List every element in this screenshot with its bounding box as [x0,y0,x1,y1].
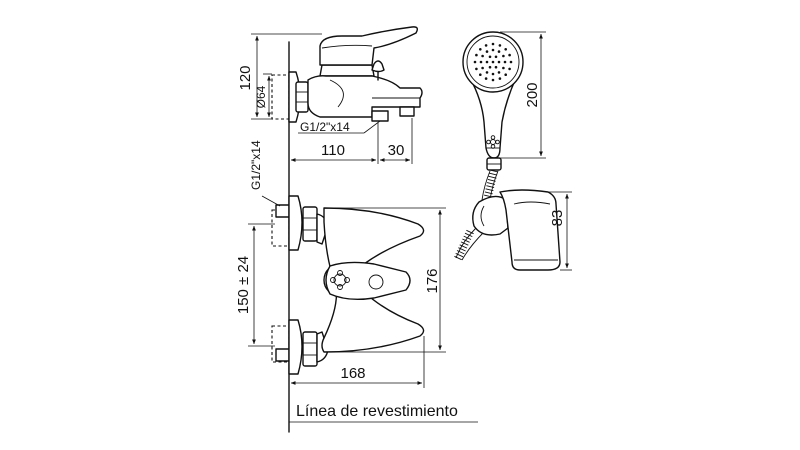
top-diverter-knob [371,60,385,73]
nozzle-dot [491,48,495,52]
shower-hose [454,169,499,261]
front-hex-nut-upper [302,206,318,242]
nozzle-dot [502,66,505,70]
nozzle-dot [475,53,478,57]
nozzle-dot [498,77,502,80]
nozzle-dot [504,48,508,51]
hose-coil [489,172,498,176]
thread-leader-side [261,195,281,207]
hose-coil [460,241,469,246]
nozzle-dot [479,73,482,76]
front-escutcheon-lower [288,319,303,375]
hose-coil [462,238,470,243]
hose-coil [464,232,473,238]
hose-coil [458,247,466,252]
dim-83-label: 83 [549,210,566,227]
nozzle-dot [479,60,483,64]
thread-leader-top [363,120,381,134]
wall-line-label: Línea de revestimiento [296,403,458,420]
nozzle-dot [498,44,502,47]
dim-150-label: 150 ± 24 [235,256,252,314]
top-side-view [271,26,423,123]
top-dimensions: 120 Ø64 G1/2"x14 110 30 [237,33,413,164]
hand-shower-logo-icon [486,135,500,149]
nozzle-dot [481,66,484,70]
nozzle-dot [473,60,477,64]
nozzle-dot [502,54,505,58]
front-body [321,207,425,353]
nozzle-dot [475,67,478,71]
brand-logo-icon [330,270,350,290]
top-spout-outlet [399,106,415,117]
top-neck [319,64,375,77]
shower-nozzles [473,42,513,82]
top-pipe-dashed [271,74,290,120]
nozzle-dot [491,42,495,46]
front-dimensions: G1/2"x14 150 ± 24 176 168 [235,140,446,388]
hand-shower [462,31,524,171]
nozzle-dot [509,60,513,64]
nozzle-dot [508,67,511,71]
shower-bracket [454,169,561,271]
top-hex-nut [295,81,309,113]
hose-outline [455,170,499,261]
front-view [271,195,425,375]
bracket-holder [499,189,561,271]
shower-dimensions: 200 83 [500,31,572,271]
front-hex-nut-lower [302,331,318,367]
nozzle-dot [485,60,489,64]
nozzle-dot [497,60,501,64]
nozzle-dot [485,71,489,74]
nozzle-dot [508,53,511,57]
hose-coil [459,244,468,249]
dim-110-label: 110 [321,142,345,159]
hose-coil [454,255,462,261]
nozzle-dot [494,55,498,59]
thread-label-top: G1/2"x14 [300,120,350,134]
nozzle-dot [504,73,508,76]
nozzle-dot [491,60,495,64]
nozzle-dot [484,77,488,80]
dim-120-label: 120 [237,65,254,90]
top-body [307,75,423,118]
nozzle-dot [488,55,492,59]
nozzle-dot [481,54,484,58]
nozzle-dot [503,60,507,64]
nozzle-dot [491,72,495,76]
nozzle-dot [497,71,501,74]
bracket-base [472,195,509,236]
nozzle-dot [484,44,488,47]
nozzle-dot [488,65,492,69]
top-shower-outlet [371,110,389,122]
front-lever-handle [325,261,411,301]
thread-label-side: G1/2"x14 [249,140,263,190]
hose-coil [456,250,465,255]
dim-168-label: 168 [340,365,365,382]
hose-coil [455,252,464,258]
dim-200-label: 200 [524,82,541,107]
nozzle-dot [485,50,489,53]
dim-30-label: 30 [388,142,405,159]
dim-176-label: 176 [424,268,441,293]
nozzle-dot [494,65,498,69]
front-escutcheon-upper [288,195,303,251]
nozzle-dot [491,78,495,82]
nozzle-dot [497,50,501,53]
hose-coil [466,229,474,235]
dim-dia64-label: Ø64 [254,85,268,108]
hose-coil [489,169,499,173]
nozzle-dot [479,48,482,51]
